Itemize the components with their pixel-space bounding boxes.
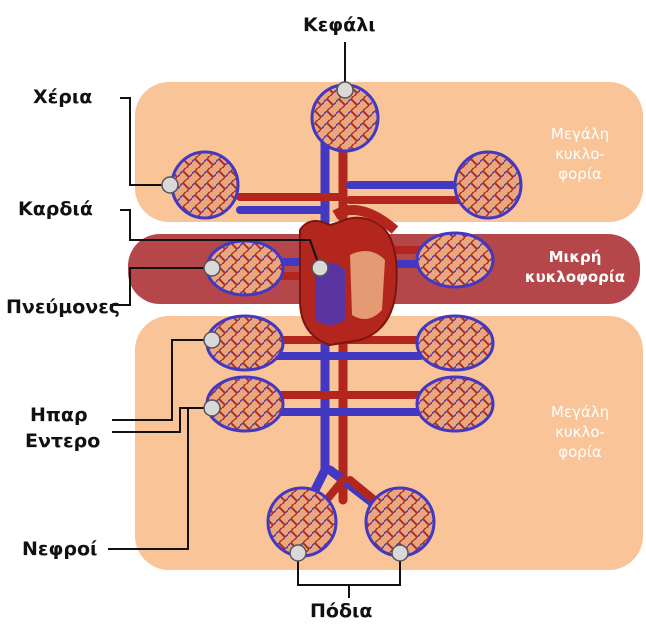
lower-zone-line2: κυκλο- — [520, 422, 640, 442]
marker-liver — [204, 332, 220, 348]
marker-intestine — [204, 400, 220, 416]
label-lungs: Πνεύμονες — [6, 296, 120, 318]
lower-zone-label: Μεγάλη κυκλο- φορία — [520, 402, 640, 462]
upper-zone-line2: κυκλο- — [520, 144, 640, 164]
label-hands: Χέρια — [33, 86, 92, 108]
pulmonary-zone-label: Μικρή κυκλοφορία — [505, 247, 645, 287]
marker-hands — [162, 177, 178, 193]
label-kidneys: Νεφροί — [22, 538, 97, 560]
capillary-right-lung — [417, 233, 493, 287]
label-heart: Καρδιά — [18, 198, 93, 220]
capillary-right-liver — [417, 316, 493, 370]
lower-zone-line1: Μεγάλη — [520, 402, 640, 422]
marker-heart — [312, 260, 328, 276]
marker-leg-right — [392, 545, 408, 561]
capillary-right-kidney — [417, 377, 493, 431]
lower-zone-line3: φορία — [520, 442, 640, 462]
label-intestine: Εντερο — [25, 430, 100, 452]
marker-lungs — [204, 260, 220, 276]
marker-leg-left — [290, 545, 306, 561]
upper-zone-line1: Μεγάλη — [520, 124, 640, 144]
pulmonary-zone-line2: κυκλοφορία — [505, 267, 645, 287]
marker-head — [337, 82, 353, 98]
heart — [300, 210, 397, 345]
upper-zone-label: Μεγάλη κυκλο- φορία — [520, 124, 640, 184]
capillary-left-arm — [172, 152, 238, 218]
label-legs: Πόδια — [310, 600, 372, 622]
upper-zone-line3: φορία — [520, 164, 640, 184]
pulmonary-zone-line1: Μικρή — [505, 247, 645, 267]
label-head: Κεφάλι — [303, 14, 376, 36]
label-liver: Ηπαρ — [30, 404, 88, 426]
capillary-right-arm — [455, 152, 521, 218]
